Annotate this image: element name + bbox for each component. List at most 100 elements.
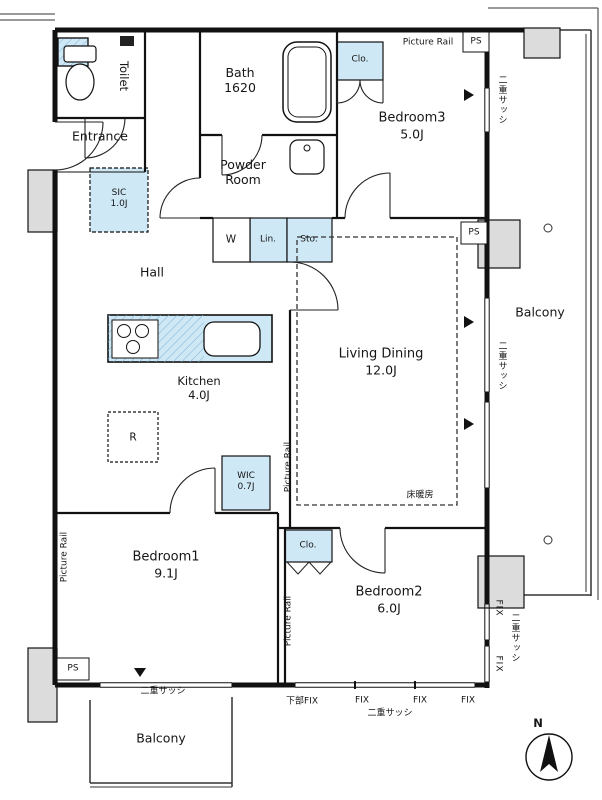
bedroom1-name: Bedroom1 (132, 549, 200, 565)
room-label-toilet: Toilet (117, 61, 131, 91)
burner-icon (135, 324, 149, 338)
label-closet2: Clo. (300, 541, 317, 552)
balcony-text: Balcony (515, 304, 565, 320)
powder-sink (289, 139, 325, 175)
room-label-sic: SIC 1.0J (111, 188, 128, 210)
living-name: Living Dining (338, 346, 424, 362)
label-picture-rail-top: Picture Rail (403, 38, 453, 49)
interior-walls (55, 30, 487, 685)
ps-text: PS (67, 663, 79, 674)
wic-size: 0.7J (237, 482, 255, 492)
label-picture-rail-left: Picture Rail (60, 532, 71, 582)
sic-box (89, 167, 149, 233)
refrigerator-box (107, 411, 159, 463)
entrance-door-arc (54, 121, 104, 171)
sic-name: SIC (111, 188, 127, 199)
picture-rail-text: Picture Rail (59, 531, 70, 583)
stove (111, 319, 159, 359)
label-ps-top: PS (470, 37, 481, 48)
label-double-sash-right2: 二重サッシ (496, 341, 507, 391)
double-sash-text: 二重サッシ (140, 686, 186, 697)
label-linen: Lin. (260, 235, 276, 246)
closet3-text: Clo. (351, 54, 369, 65)
ps-text: PS (470, 36, 482, 47)
balcony-structure (0, 7, 599, 788)
fix-text: FIX (355, 695, 369, 706)
picture-rail-text: Picture Rail (283, 441, 294, 493)
bath-name: Bath (225, 64, 255, 80)
picture-rail-text: Picture Rail (402, 37, 454, 48)
north-text: N (533, 715, 543, 730)
doors (54, 79, 391, 575)
powder-line2: Room (225, 172, 261, 187)
room-label-kitchen: Kitchen 4.0J (177, 374, 220, 402)
fix-text: FIX (413, 695, 427, 706)
wic-name: WIC (237, 471, 255, 482)
room-label-powder: Powder Room (220, 157, 266, 188)
label-fix-1: FIX (355, 696, 369, 707)
label-wic: WIC 0.7J (237, 471, 255, 493)
room-label-bedroom2: Bedroom2 6.0J (355, 584, 422, 615)
bedroom3-name: Bedroom3 (378, 110, 446, 126)
double-sash-text: 二重サッシ (496, 341, 507, 391)
double-sash-text: 二重サッシ (509, 613, 520, 663)
closet2-text: Clo. (299, 540, 317, 551)
double-sash-text: 二重サッシ (367, 708, 413, 719)
storage-box (286, 217, 333, 263)
label-picture-rail-bedroom2: Picture Rail (284, 596, 295, 646)
label-double-sash-bottom2: 二重サッシ (367, 709, 412, 720)
sic-size: 1.0J (110, 199, 128, 209)
burner-icon (117, 324, 131, 338)
label-fix-2: FIX (413, 696, 427, 707)
bottom-fix-text: 下部FIX (286, 696, 318, 707)
linen-text: Lin. (259, 234, 277, 245)
kitchen-counter (107, 314, 273, 363)
label-fix-right-1: FIX (493, 599, 504, 617)
label-floor-heating: 床暖房 (406, 491, 433, 502)
room-label-living-dining: Living Dining 12.0J (339, 346, 424, 377)
bathtub-inner (287, 46, 327, 118)
label-fix-3: FIX (461, 696, 475, 707)
ps-text: PS (468, 227, 480, 238)
hall-text: Hall (139, 264, 165, 280)
room-label-entrance: Entrance (72, 128, 128, 143)
windows (99, 87, 490, 689)
room-label-hall: Hall (140, 264, 164, 279)
label-fix-right-2: FIX (493, 655, 504, 673)
toilet-bowl (65, 63, 95, 101)
label-ps-bottom: PS (67, 664, 78, 675)
marker-triangle-right (464, 316, 474, 328)
storage-areas (57, 37, 384, 563)
fix-text: FIX (493, 599, 504, 617)
kitchen-size: 4.0J (188, 388, 210, 402)
label-double-sash-right3: 二重サッシ (509, 613, 520, 663)
direction-markers (134, 89, 474, 677)
balcony-text: Balcony (136, 730, 186, 746)
pipe-space-boxes (56, 31, 490, 681)
toilet-label-text: Toilet (117, 60, 132, 92)
label-closet3: Clo. (352, 55, 369, 66)
bedroom1-size: 9.1J (154, 565, 178, 581)
north-compass (525, 733, 573, 781)
bedroom3-size: 5.0J (400, 126, 424, 142)
label-north: N (533, 716, 543, 730)
kitchen-name: Kitchen (177, 373, 221, 388)
label-picture-rail-mid: Picture Rail (284, 442, 295, 492)
room-label-balcony-bottom: Balcony (136, 730, 186, 745)
picture-rail-text: Picture Rail (283, 595, 294, 647)
room-label-bath: Bath 1620 (224, 65, 256, 96)
compass-needle-icon (540, 735, 558, 772)
bedroom2-name: Bedroom2 (355, 584, 423, 600)
label-refrigerator: R (129, 432, 136, 445)
fix-text: FIX (493, 655, 504, 673)
washer-box (212, 217, 251, 263)
entrance-label-text: Entrance (71, 128, 129, 144)
toilet-shelf (120, 36, 134, 46)
label-storage: Sto. (300, 235, 317, 246)
wic-box (221, 455, 271, 511)
fixtures (63, 36, 332, 463)
label-double-sash-bottom1: 二重サッシ (140, 687, 185, 698)
refrigerator-text: R (129, 431, 137, 444)
